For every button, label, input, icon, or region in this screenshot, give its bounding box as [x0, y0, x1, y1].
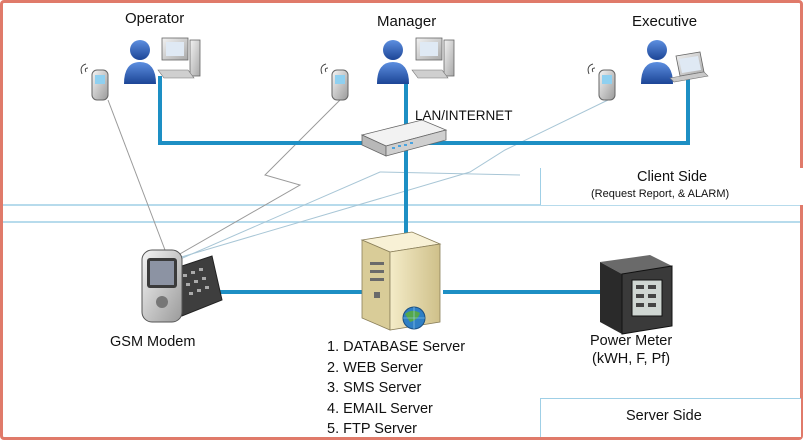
- manager-workstation: [377, 37, 455, 84]
- power-meter-label: Power Meter: [590, 333, 673, 349]
- server-item: 2. WEB Server: [327, 359, 423, 376]
- operator-workstation: [124, 37, 201, 84]
- server-icon: [360, 231, 442, 331]
- desktop-computer-icon: [411, 37, 455, 79]
- operator-label: Operator: [125, 10, 185, 27]
- manager-label: Manager: [377, 13, 437, 30]
- executive-label: Executive: [632, 13, 698, 30]
- network-label: LAN/INTERNET: [415, 108, 513, 123]
- laptop-icon: [669, 51, 709, 83]
- mobile-phone-icon: [80, 63, 109, 101]
- server-item: 5. FTP Server: [327, 421, 417, 437]
- user-icon: [641, 40, 673, 84]
- gsm-modem-icon: [141, 249, 223, 323]
- server-side-title: Server Side: [626, 408, 702, 424]
- zone-divider: [3, 204, 800, 223]
- power-meter-icon: [600, 255, 673, 335]
- user-icon: [377, 40, 409, 84]
- server-side-zone: [540, 398, 801, 437]
- executive-workstation: [641, 40, 709, 84]
- server-item: 3. SMS Server: [327, 380, 422, 396]
- server-item: 1. DATABASE Server: [327, 339, 466, 355]
- server-list: 1. DATABASE Server 2. WEB Server 3. SMS …: [327, 337, 465, 440]
- mobile-phone-icon: [320, 63, 349, 101]
- desktop-computer-icon: [157, 37, 201, 79]
- user-icon: [124, 40, 156, 84]
- client-side-title: Client Side: [637, 169, 708, 185]
- client-side-subtitle: (Request Report, & ALARM): [591, 188, 730, 200]
- wireless-links: [107, 99, 609, 261]
- globe-icon: [402, 306, 426, 330]
- network-switch-icon: [360, 119, 448, 157]
- gsm-modem-label: GSM Modem: [110, 334, 196, 350]
- mobile-phone-icon: [587, 63, 616, 101]
- server-item: 4. EMAIL Server: [327, 400, 433, 417]
- client-side-zone: [540, 168, 803, 205]
- power-meter-params: (kWH, F, Pf): [592, 351, 671, 367]
